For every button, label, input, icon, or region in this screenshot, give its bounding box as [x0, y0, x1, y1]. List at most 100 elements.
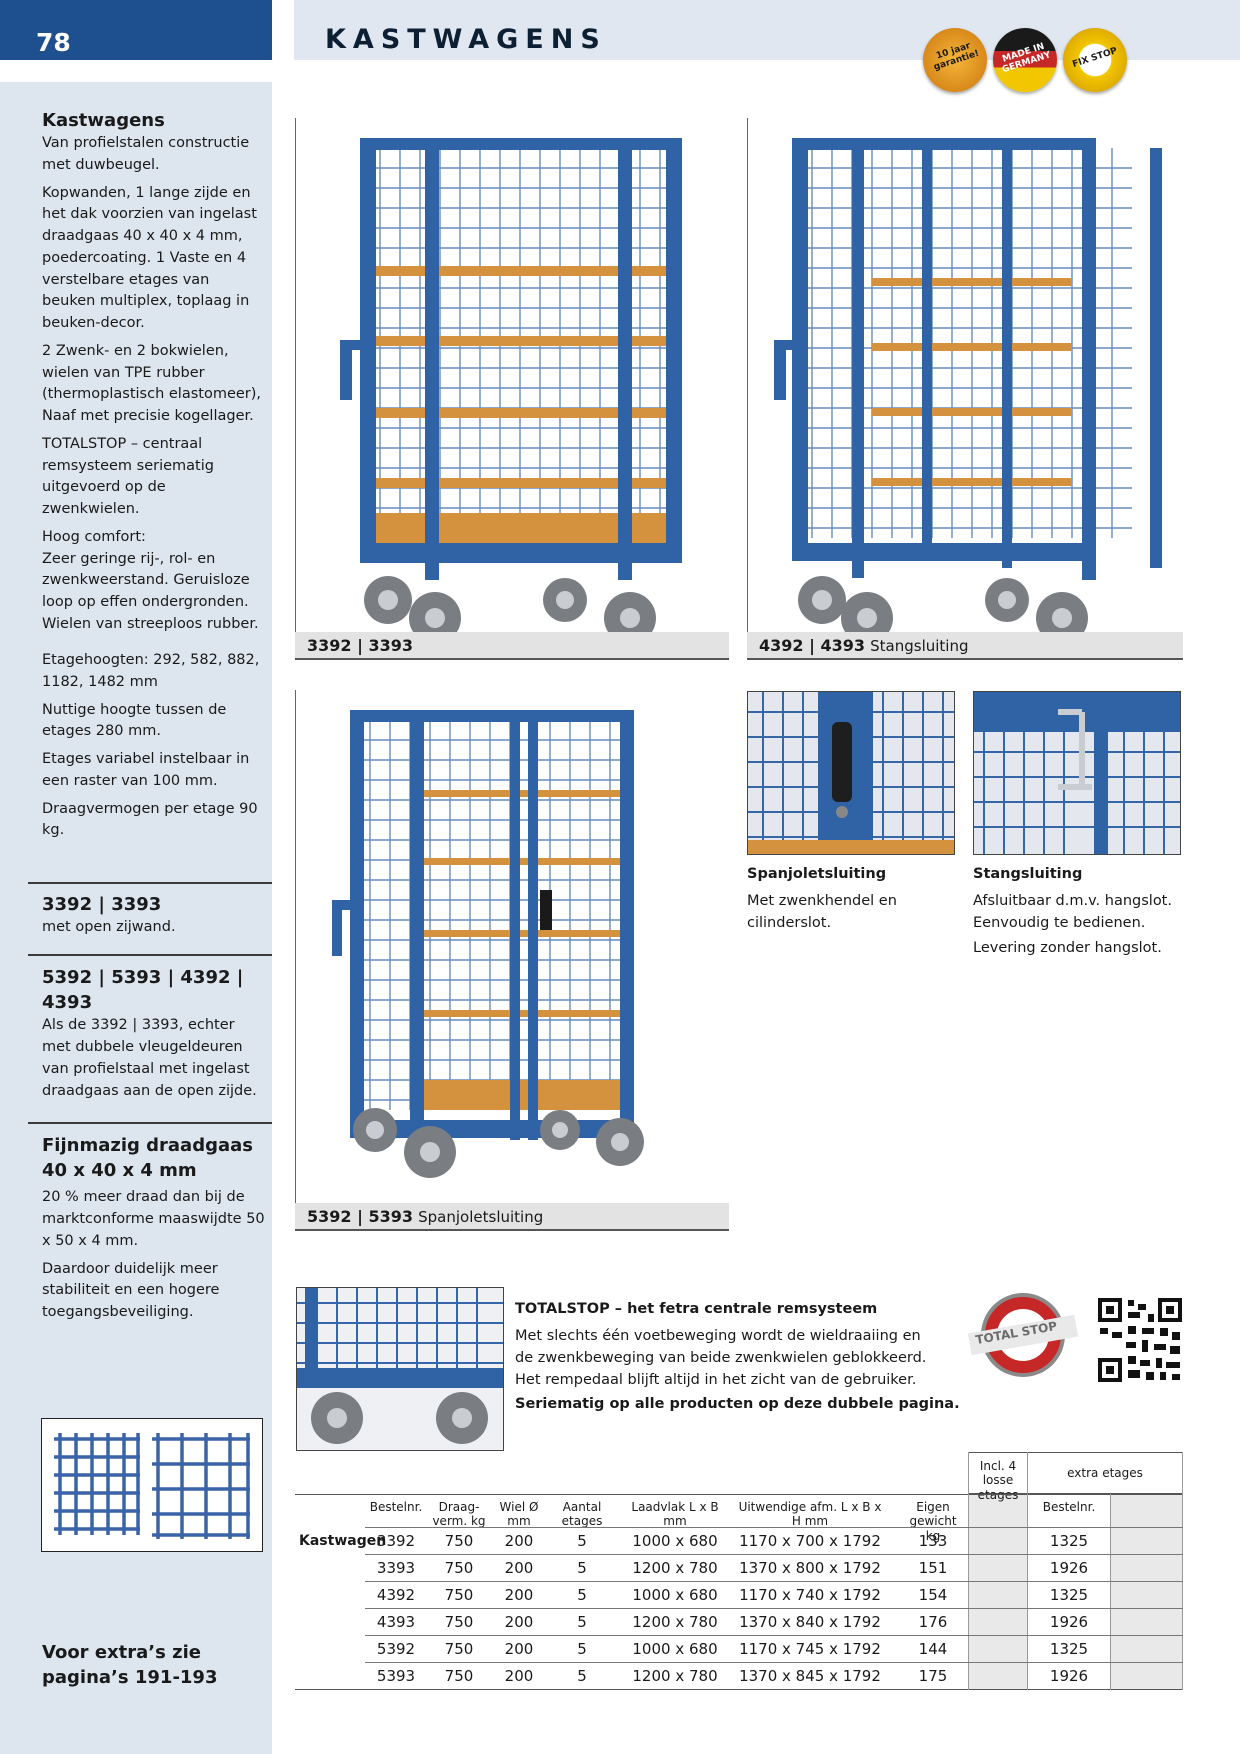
caption-3392-3393: 3392 | 3393	[295, 632, 729, 660]
cell-load-area: 1000 x 680	[632, 1640, 718, 1658]
mesh-block: Fijnmazig draadgaas 40 x 40 x 4 mm 20 % …	[42, 1133, 267, 1330]
totalstop-photo	[296, 1287, 504, 1451]
product-photo-3392	[300, 118, 720, 644]
intro-paragraph: 2 Zwenk- en 2 bokwielen, wielen van TPE …	[42, 342, 262, 425]
table-vline	[1027, 1452, 1028, 1690]
cell-order-nr: 3393	[376, 1559, 416, 1577]
spanjolet-lock-icon	[748, 692, 954, 854]
product-photo-5392	[300, 690, 720, 1210]
cell-wheel: 200	[504, 1532, 534, 1550]
table-row-line	[365, 1527, 1183, 1528]
totalstop-text: Met slechts één voetbeweging wordt de wi…	[515, 1328, 927, 1388]
cart-double-door-icon	[774, 138, 1162, 644]
model1-block: 3392 | 3393 met open zijwand.	[42, 892, 267, 945]
brake-wheel-icon	[297, 1288, 503, 1444]
cell-extra-order-nr: 1325	[1049, 1640, 1089, 1658]
cell-order-nr: 3392	[376, 1532, 416, 1550]
cell-load-area: 1000 x 680	[632, 1532, 718, 1550]
cell-order-nr: 5392	[376, 1640, 416, 1658]
cell-capacity: 750	[444, 1667, 474, 1685]
guarantee-badge-icon: 10 jaar garantie!	[923, 28, 987, 92]
detail2-note: Levering zonder hangslot.	[973, 940, 1162, 956]
model2-block: 5392 | 5393 | 4392 | 4393 Als de 3392 | …	[42, 965, 267, 1108]
table-vline	[1110, 1494, 1111, 1690]
spec-paragraph: Nuttige hoogte tussen de etages 280 mm.	[42, 701, 227, 740]
table-row-line	[365, 1554, 1183, 1555]
photo-frame-line	[295, 690, 296, 1210]
cell-weight: 144	[918, 1640, 948, 1658]
col-header: Wiel Ø mm	[499, 1500, 539, 1529]
divider	[28, 954, 272, 956]
caption-code: 5392 | 5393	[307, 1207, 414, 1226]
cart-spanjolet-icon	[332, 710, 644, 1178]
col-header: Bestelnr.	[369, 1500, 423, 1514]
photo-frame-line	[295, 118, 296, 658]
cell-shelves: 5	[577, 1559, 587, 1577]
col-header: Aantal etages	[561, 1500, 603, 1529]
totalstop-logo-icon: TOTAL STOP	[967, 1292, 1079, 1378]
page-number: 78	[36, 28, 71, 57]
cell-order-nr: 5393	[376, 1667, 416, 1685]
intro-paragraph: TOTALSTOP – centraal remsysteem seriemat…	[42, 435, 214, 518]
made-in-germany-badge-icon: MADE IN GERMANY	[993, 28, 1057, 92]
spec-paragraph: Etages variabel instelbaar in een raster…	[42, 751, 250, 789]
cell-dimensions: 1170 x 740 x 1792	[739, 1586, 881, 1604]
cell-dimensions: 1370 x 845 x 1792	[739, 1667, 881, 1685]
divider	[28, 882, 272, 884]
spec-paragraph: Draagvermogen per etage 90 kg.	[42, 800, 258, 839]
cell-extra-order-nr: 1926	[1049, 1613, 1089, 1631]
cell-load-area: 1200 x 780	[632, 1613, 718, 1631]
cell-load-area: 1200 x 780	[632, 1667, 718, 1685]
cell-capacity: 750	[444, 1532, 474, 1550]
cell-dimensions: 1170 x 745 x 1792	[739, 1640, 881, 1658]
cell-dimensions: 1370 x 800 x 1792	[739, 1559, 881, 1577]
page-title: KASTWAGENS	[325, 24, 607, 55]
qr-code-icon[interactable]	[1098, 1298, 1182, 1382]
table-vline	[968, 1452, 969, 1690]
table-vline	[1182, 1452, 1183, 1690]
table-rule	[295, 1494, 1183, 1495]
table-row-line	[365, 1581, 1183, 1582]
cell-extra-order-nr: 1926	[1049, 1667, 1089, 1685]
table-row-line	[365, 1635, 1183, 1636]
caption-sub: Spanjoletsluiting	[418, 1208, 544, 1226]
cell-dimensions: 1370 x 840 x 1792	[739, 1613, 881, 1631]
cell-weight: 133	[918, 1532, 948, 1550]
detail2-text: Afsluitbaar d.m.v. hangslot. Eenvoudig t…	[973, 893, 1172, 931]
cell-wheel: 200	[504, 1640, 534, 1658]
cell-shelves: 5	[577, 1640, 587, 1658]
sidebar-specs: Etagehoogten: 292, 582, 882, 1182, 1482 …	[42, 650, 267, 848]
cell-shelves: 5	[577, 1586, 587, 1604]
col-header: Draag-verm. kg	[432, 1500, 486, 1529]
col-header: Uitwendige afm. L x B x H mm	[738, 1500, 882, 1529]
mesh-paragraph: 20 % meer draad dan bij de marktconforme…	[42, 1189, 265, 1249]
detail2-title: Stangsluiting	[973, 866, 1083, 882]
wire-mesh-icon	[54, 1433, 250, 1539]
cell-weight: 175	[918, 1667, 948, 1685]
caption-4392-4393: 4392 | 4393 Stangsluiting	[747, 632, 1183, 660]
extras-link-text[interactable]: Voor extra’s zie pagina’s 191-193	[42, 1642, 218, 1689]
product-table: Incl. 4 losse etages extra etages Bestel…	[295, 1452, 1183, 1690]
caption-code: 4392 | 4393	[759, 636, 866, 655]
intro-paragraph: Van profielstalen constructie met duwbeu…	[42, 135, 250, 173]
cell-dimensions: 1170 x 700 x 1792	[739, 1532, 881, 1550]
table-row-line	[365, 1608, 1183, 1609]
col-header: Bestelnr.	[1042, 1500, 1096, 1514]
intro-paragraph: Zeer geringe rij-, rol- en zwenkweerstan…	[42, 550, 259, 632]
totalstop-bold: Seriematig op alle producten op deze dub…	[515, 1396, 960, 1412]
cell-extra-order-nr: 1325	[1049, 1586, 1089, 1604]
cell-weight: 176	[918, 1613, 948, 1631]
sidebar-title: Kastwagens	[42, 110, 165, 131]
cell-capacity: 750	[444, 1559, 474, 1577]
page-number-box: 78	[0, 0, 272, 60]
fixstop-badge-icon: FIX STOP	[1063, 28, 1127, 92]
cart-open-side-icon	[340, 138, 682, 644]
model2-title: 5392 | 5393 | 4392 | 4393	[42, 967, 244, 1014]
mesh-comparison-image	[41, 1418, 263, 1552]
detail1-text: Met zwenkhendel en cilinderslot.	[747, 893, 897, 931]
cell-extra-order-nr: 1926	[1049, 1559, 1089, 1577]
detail1-title: Spanjoletsluiting	[747, 866, 887, 882]
model2-text: Als de 3392 | 3393, echter met dubbele v…	[42, 1017, 257, 1099]
model1-title: 3392 | 3393	[42, 894, 162, 915]
totalstop-title: TOTALSTOP – het fetra centrale remsystee…	[515, 1301, 878, 1317]
